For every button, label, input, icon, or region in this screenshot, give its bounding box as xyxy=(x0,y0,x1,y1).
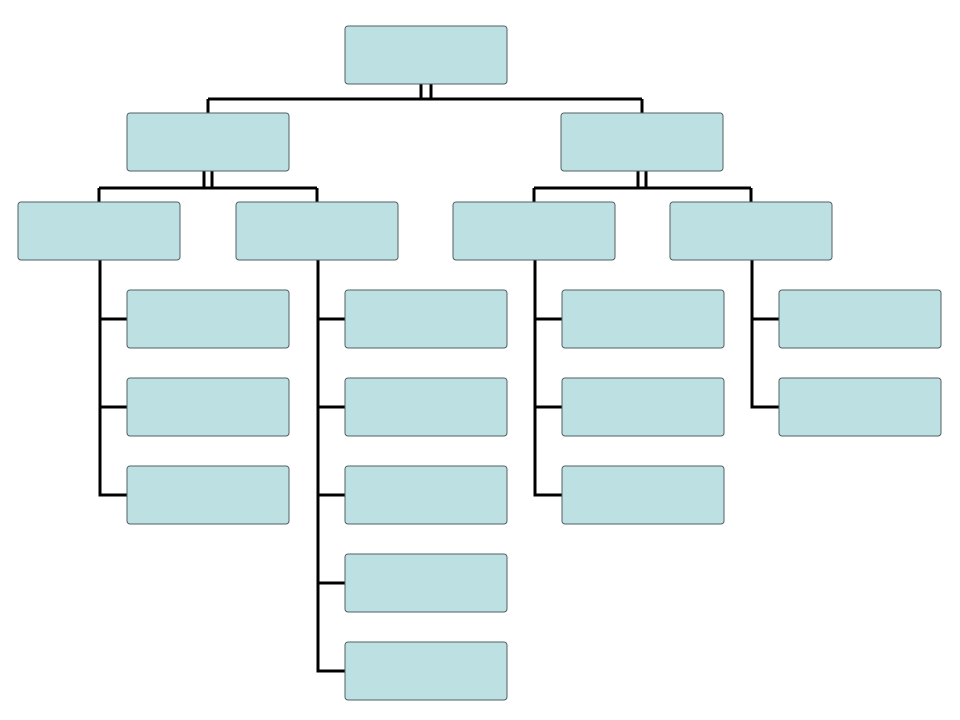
org-node-left-right-item-5[interactable] xyxy=(344,641,508,701)
org-node-left-right-group[interactable] xyxy=(235,201,399,261)
org-node-right-left-item-3[interactable] xyxy=(561,465,725,525)
org-node-box xyxy=(778,289,942,349)
org-node-box xyxy=(560,112,724,172)
org-node-right-right-item-1[interactable] xyxy=(778,289,942,349)
org-node-left-right-item-2[interactable] xyxy=(344,377,508,437)
org-node-left-left-item-3[interactable] xyxy=(126,465,290,525)
org-node-box xyxy=(452,201,616,261)
org-node-box xyxy=(17,201,181,261)
org-node-box xyxy=(126,112,290,172)
org-node-box xyxy=(235,201,399,261)
org-node-right-right-group[interactable] xyxy=(669,201,833,261)
org-node-right-left-item-2[interactable] xyxy=(561,377,725,437)
org-node-right-left-item-1[interactable] xyxy=(561,289,725,349)
org-node-box xyxy=(561,377,725,437)
org-chart-nodes xyxy=(17,25,942,701)
org-node-box xyxy=(561,465,725,525)
org-node-box xyxy=(344,553,508,613)
org-node-left-right-item-1[interactable] xyxy=(344,289,508,349)
org-node-right-left-group[interactable] xyxy=(452,201,616,261)
org-node-left-right-item-3[interactable] xyxy=(344,465,508,525)
connector-lines xyxy=(97,84,779,673)
org-node-right-manager[interactable] xyxy=(560,112,724,172)
org-node-left-right-item-4[interactable] xyxy=(344,553,508,613)
org-node-left-manager[interactable] xyxy=(126,112,290,172)
org-node-box xyxy=(561,289,725,349)
org-node-box xyxy=(344,25,508,85)
org-node-root[interactable] xyxy=(344,25,508,85)
org-node-left-left-item-1[interactable] xyxy=(126,289,290,349)
org-node-box xyxy=(126,377,290,437)
org-node-box xyxy=(126,289,290,349)
org-node-left-left-group[interactable] xyxy=(17,201,181,261)
org-node-box xyxy=(344,377,508,437)
org-node-box xyxy=(344,641,508,701)
org-node-box xyxy=(126,465,290,525)
org-node-box xyxy=(344,465,508,525)
org-node-right-right-item-2[interactable] xyxy=(778,377,942,437)
org-node-left-left-item-2[interactable] xyxy=(126,377,290,437)
org-node-box xyxy=(669,201,833,261)
org-node-box xyxy=(778,377,942,437)
org-node-box xyxy=(344,289,508,349)
